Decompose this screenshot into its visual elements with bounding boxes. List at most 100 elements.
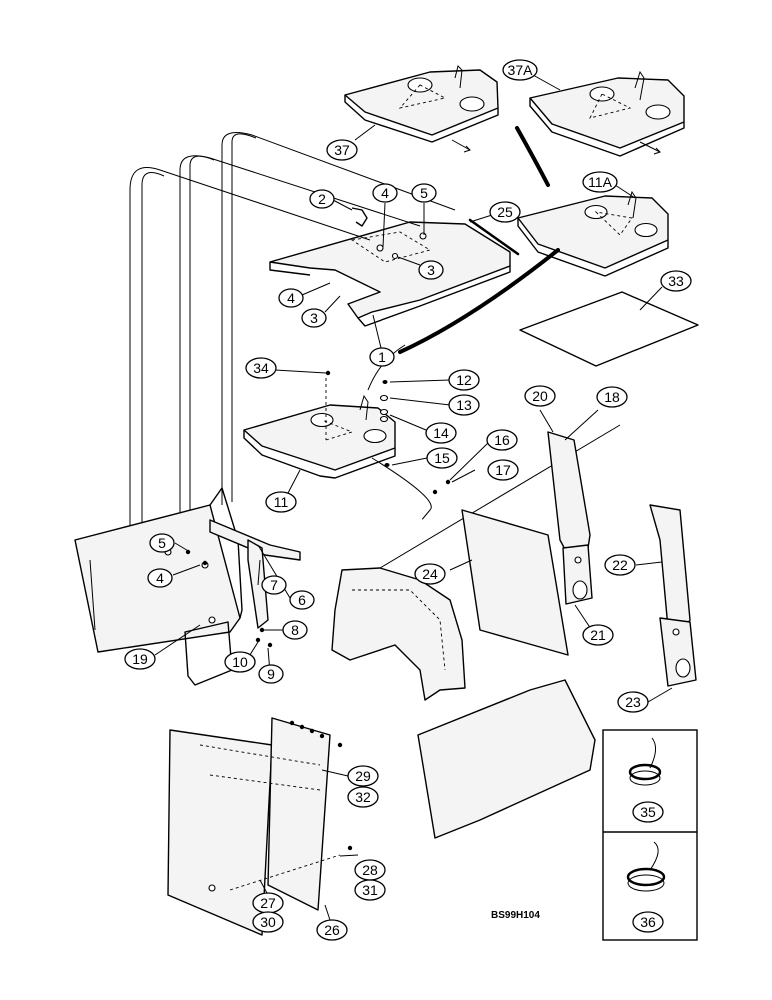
callout-11a: 11A	[582, 171, 618, 193]
seat-latch-2	[351, 207, 368, 227]
svg-text:16: 16	[494, 432, 510, 448]
callout-20: 20	[524, 385, 556, 407]
arrow-37a-to-11a	[515, 126, 550, 187]
svg-text:28: 28	[362, 862, 378, 878]
drawing-code: BS99H104	[491, 910, 540, 921]
rear-frame-inner	[352, 589, 446, 671]
hardware-29-32	[289, 720, 353, 851]
callout-6: 6	[289, 590, 315, 610]
arrow-11a-to-frame	[398, 248, 560, 354]
callout-36: 36	[632, 911, 664, 933]
callout-16: 16	[486, 429, 518, 451]
svg-text:20: 20	[532, 388, 548, 404]
leader-24-to-frame	[379, 424, 621, 569]
callout-9: 9	[258, 664, 284, 684]
svg-text:3: 3	[427, 262, 435, 278]
svg-text:8: 8	[291, 622, 299, 638]
callout-35: 35	[632, 801, 664, 823]
callout-5-left: 5	[149, 533, 175, 553]
callout-15: 15	[426, 447, 458, 469]
callout-12: 12	[448, 369, 480, 391]
svg-text:11: 11	[274, 494, 289, 510]
seat-rail-25	[468, 218, 520, 256]
svg-text:24: 24	[422, 566, 438, 582]
callout-2: 2	[309, 189, 335, 209]
svg-text:34: 34	[253, 360, 269, 376]
svg-text:5: 5	[158, 535, 166, 551]
svg-text:11A: 11A	[588, 174, 613, 190]
callout-11: 11	[265, 491, 297, 513]
callout-31: 31	[354, 879, 386, 901]
callout-22: 22	[604, 554, 636, 576]
callout-32: 32	[347, 786, 379, 808]
svg-text:9: 9	[267, 666, 275, 682]
svg-text:32: 32	[355, 789, 371, 805]
callout-37a: 37A	[502, 59, 538, 81]
hardware-8-10	[255, 627, 273, 648]
svg-text:6: 6	[298, 592, 306, 608]
svg-text:10: 10	[232, 654, 248, 670]
callout-4-top: 4	[372, 183, 398, 203]
svg-text:37: 37	[334, 142, 350, 158]
bracket-6	[209, 519, 301, 561]
svg-text:36: 36	[640, 914, 656, 930]
callout-28: 28	[354, 859, 386, 881]
callout-13: 13	[448, 394, 480, 416]
svg-text:22: 22	[612, 557, 628, 573]
svg-text:35: 35	[640, 804, 656, 820]
seat-frame-1	[269, 221, 511, 327]
svg-text:26: 26	[324, 922, 340, 938]
callout-3-left: 3	[301, 308, 327, 328]
hardware-12-15	[325, 370, 451, 520]
svg-text:4: 4	[156, 570, 164, 586]
callout-4-left: 4	[147, 568, 173, 588]
svg-text:37A: 37A	[508, 62, 534, 78]
svg-text:29: 29	[355, 768, 371, 784]
callout-4-mid: 4	[278, 288, 304, 308]
callout-33: 33	[660, 270, 692, 292]
callout-27: 27	[252, 892, 284, 914]
svg-text:19: 19	[132, 651, 148, 667]
callout-23: 23	[617, 691, 649, 713]
svg-text:25: 25	[497, 204, 513, 220]
callout-5-top: 5	[411, 183, 437, 203]
svg-text:13: 13	[456, 397, 472, 413]
seat-pan-37a	[529, 70, 685, 157]
svg-text:5: 5	[420, 185, 428, 201]
post-cover-22	[649, 504, 697, 687]
callout-29: 29	[347, 765, 379, 787]
trim-panel-24	[461, 509, 569, 656]
callout-37: 37	[326, 139, 358, 161]
svg-text:2: 2	[318, 191, 326, 207]
callout-14: 14	[425, 422, 457, 444]
callout-18: 18	[596, 386, 628, 408]
svg-text:21: 21	[590, 627, 606, 643]
svg-text:23: 23	[625, 694, 641, 710]
callout-10: 10	[224, 651, 256, 673]
svg-text:7: 7	[270, 577, 278, 593]
svg-text:12: 12	[456, 372, 472, 388]
callout-1: 1	[369, 347, 395, 367]
svg-text:17: 17	[495, 462, 511, 478]
svg-text:3: 3	[310, 310, 318, 326]
inset-box	[602, 729, 698, 941]
svg-text:33: 33	[668, 273, 684, 289]
door-glass-panel	[417, 679, 596, 839]
svg-text:30: 30	[260, 914, 276, 930]
panel-27	[167, 729, 273, 936]
callout-8: 8	[282, 620, 308, 640]
callout-17: 17	[487, 459, 519, 481]
svg-text:14: 14	[433, 425, 449, 441]
callout-34: 34	[245, 357, 277, 379]
rear-frame-24	[331, 567, 466, 701]
floor-mat-33	[519, 291, 699, 367]
bracket-19-lower	[184, 621, 233, 686]
callout-30: 30	[252, 911, 284, 933]
seat-pan-37	[344, 65, 499, 153]
callout-3-right: 3	[418, 260, 444, 280]
svg-text:4: 4	[287, 290, 295, 306]
callout-24: 24	[414, 563, 446, 585]
seat-pan-11	[243, 378, 396, 479]
svg-text:18: 18	[604, 389, 620, 405]
